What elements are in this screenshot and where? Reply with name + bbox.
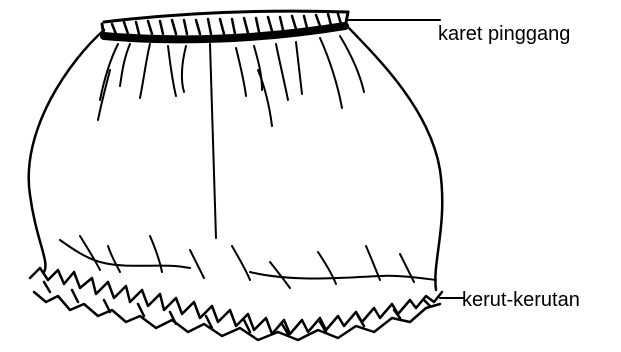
waistband: [102, 11, 348, 39]
gather-folds: [98, 36, 364, 238]
waistband-label: karet pinggang: [438, 24, 570, 44]
leg-gathers: [60, 236, 436, 288]
ruffles-label: kerut-kerutan: [462, 290, 580, 310]
